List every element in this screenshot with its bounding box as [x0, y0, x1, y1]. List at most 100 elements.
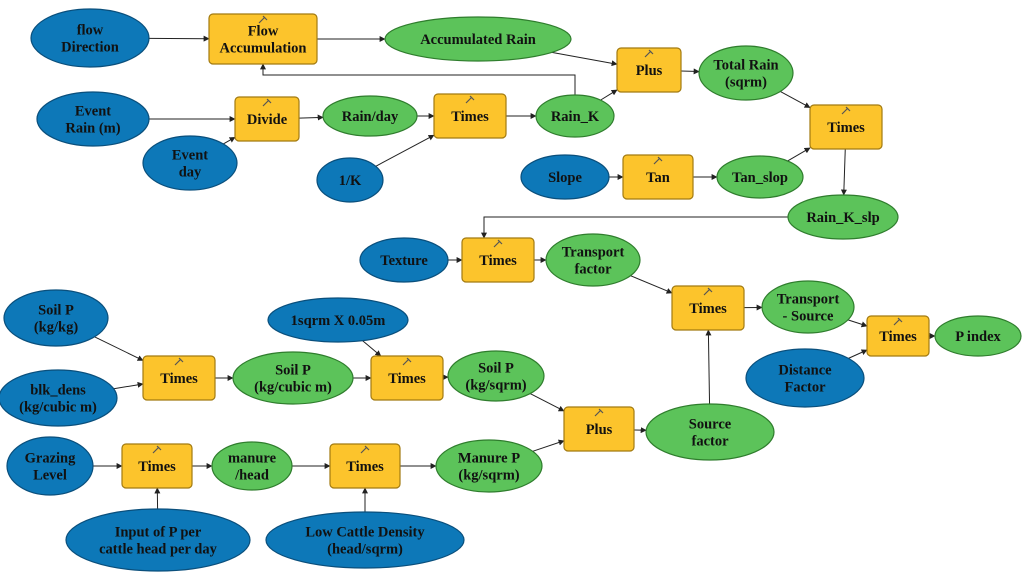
- node-ellipse: [3, 289, 109, 347]
- hammer-icon: [262, 98, 272, 107]
- connector-soil_p-to-times_6: [94, 336, 144, 361]
- tool-divide[interactable]: Divide: [234, 96, 300, 142]
- data-rain-k-slp[interactable]: Rain_K_slp: [787, 194, 899, 240]
- node-label: 1sqrm X 0.05m: [291, 313, 386, 329]
- data-rain-day[interactable]: Rain/day: [322, 95, 418, 137]
- tool-times-5[interactable]: Times: [866, 315, 930, 357]
- node-label: Rain_K_slp: [806, 210, 879, 226]
- node-label: Distance: [778, 363, 832, 379]
- data-depth[interactable]: 1sqrm X 0.05m: [267, 297, 409, 343]
- tool-times-7[interactable]: Times: [370, 355, 444, 401]
- data-slope[interactable]: Slope: [520, 154, 610, 200]
- node-label: Flow: [248, 24, 279, 40]
- node-label: Times: [138, 459, 176, 475]
- data-p-index[interactable]: P index: [934, 315, 1022, 357]
- tool-box: [142, 355, 216, 401]
- node-ellipse: [435, 439, 543, 493]
- node-ellipse: [787, 194, 899, 240]
- connector-transport_source-to-times_5: [847, 319, 868, 328]
- node-label: (head/sqrm): [327, 542, 403, 558]
- node-ellipse: [322, 95, 418, 137]
- tool-box: [866, 315, 930, 357]
- hammer-icon: [644, 49, 654, 58]
- node-label: Times: [879, 329, 917, 345]
- node-label: Transport: [562, 245, 625, 261]
- node-label: (kg/sqrm): [458, 468, 519, 484]
- node-label: 1/K: [339, 173, 362, 189]
- data-cattle-density[interactable]: Low Cattle Density(head/sqrm): [265, 511, 465, 569]
- tool-box: [671, 285, 745, 331]
- tool-times-4[interactable]: Times: [671, 285, 745, 331]
- data-tan-slop[interactable]: Tan_slop: [716, 155, 804, 199]
- node-label: Plus: [636, 63, 663, 79]
- connector-total_rain-to-times_2: [780, 91, 811, 108]
- hammer-icon: [465, 95, 475, 104]
- tool-times-8[interactable]: Times: [121, 443, 193, 489]
- data-soil-p[interactable]: Soil P(kg/kg): [3, 289, 109, 347]
- node-label: Times: [160, 371, 198, 387]
- connector-depth-to-times_7: [362, 340, 382, 357]
- node-ellipse: [384, 16, 572, 62]
- data-texture[interactable]: Texture: [359, 237, 449, 283]
- node-label: flow: [77, 23, 104, 39]
- hammer-icon: [703, 287, 713, 296]
- node-label: Low Cattle Density: [305, 525, 425, 541]
- tool-times-6[interactable]: Times: [142, 355, 216, 401]
- node-label: - Source: [783, 309, 834, 325]
- data-rain-k[interactable]: Rain_K: [535, 94, 615, 138]
- tool-times-1[interactable]: Times: [433, 93, 507, 139]
- data-blk-dens[interactable]: blk_dens(kg/cubic m): [0, 369, 118, 427]
- node-ellipse: [535, 94, 615, 138]
- tool-box: [329, 443, 401, 489]
- node-label: Accumulation: [220, 41, 307, 57]
- tool-box: [121, 443, 193, 489]
- node-ellipse: [36, 91, 150, 147]
- data-manure-head[interactable]: manure/head: [211, 441, 293, 491]
- data-inv-k[interactable]: 1/K: [316, 157, 384, 203]
- data-accumulated-rain[interactable]: Accumulated Rain: [384, 16, 572, 62]
- data-soil-p-cubic[interactable]: Soil P(kg/cubic m): [232, 351, 354, 405]
- hammer-icon: [493, 239, 503, 248]
- node-label: (kg/cubic m): [19, 400, 97, 416]
- node-ellipse: [520, 154, 610, 200]
- node-label: Divide: [247, 112, 288, 128]
- data-soil-p-sqrm[interactable]: Soil P(kg/sqrm): [447, 350, 545, 402]
- tool-tan[interactable]: Tan: [622, 154, 694, 200]
- tool-plus-2[interactable]: Plus: [563, 406, 635, 452]
- node-ellipse: [934, 315, 1022, 357]
- node-label: Times: [689, 301, 727, 317]
- data-manure-p[interactable]: Manure P(kg/sqrm): [435, 439, 543, 493]
- tool-plus-1[interactable]: Plus: [616, 47, 682, 93]
- tool-times-2[interactable]: Times: [809, 104, 883, 150]
- tool-box: [461, 237, 535, 283]
- hammer-icon: [174, 357, 184, 366]
- node-label: manure: [228, 451, 277, 467]
- tool-times-9[interactable]: Times: [329, 443, 401, 489]
- connector-distance_factor-to-times_5: [848, 349, 868, 359]
- node-label: Times: [827, 120, 865, 136]
- node-label: Soil P: [38, 303, 74, 319]
- data-transport-source[interactable]: Transport- Source: [761, 280, 855, 334]
- node-label: Tan: [646, 170, 670, 186]
- hammer-icon: [258, 15, 268, 24]
- connector-times_2-to-rain_k_slp: [840, 148, 847, 196]
- node-ellipse: [232, 351, 354, 405]
- data-total-rain[interactable]: Total Rain(sqrm): [698, 45, 794, 101]
- node-label: cattle head per day: [99, 542, 217, 558]
- node-ellipse: [267, 297, 409, 343]
- node-label: blk_dens: [30, 383, 86, 399]
- node-label: Tan_slop: [732, 170, 788, 186]
- tool-times-3[interactable]: Times: [461, 237, 535, 283]
- tool-box: [563, 406, 635, 452]
